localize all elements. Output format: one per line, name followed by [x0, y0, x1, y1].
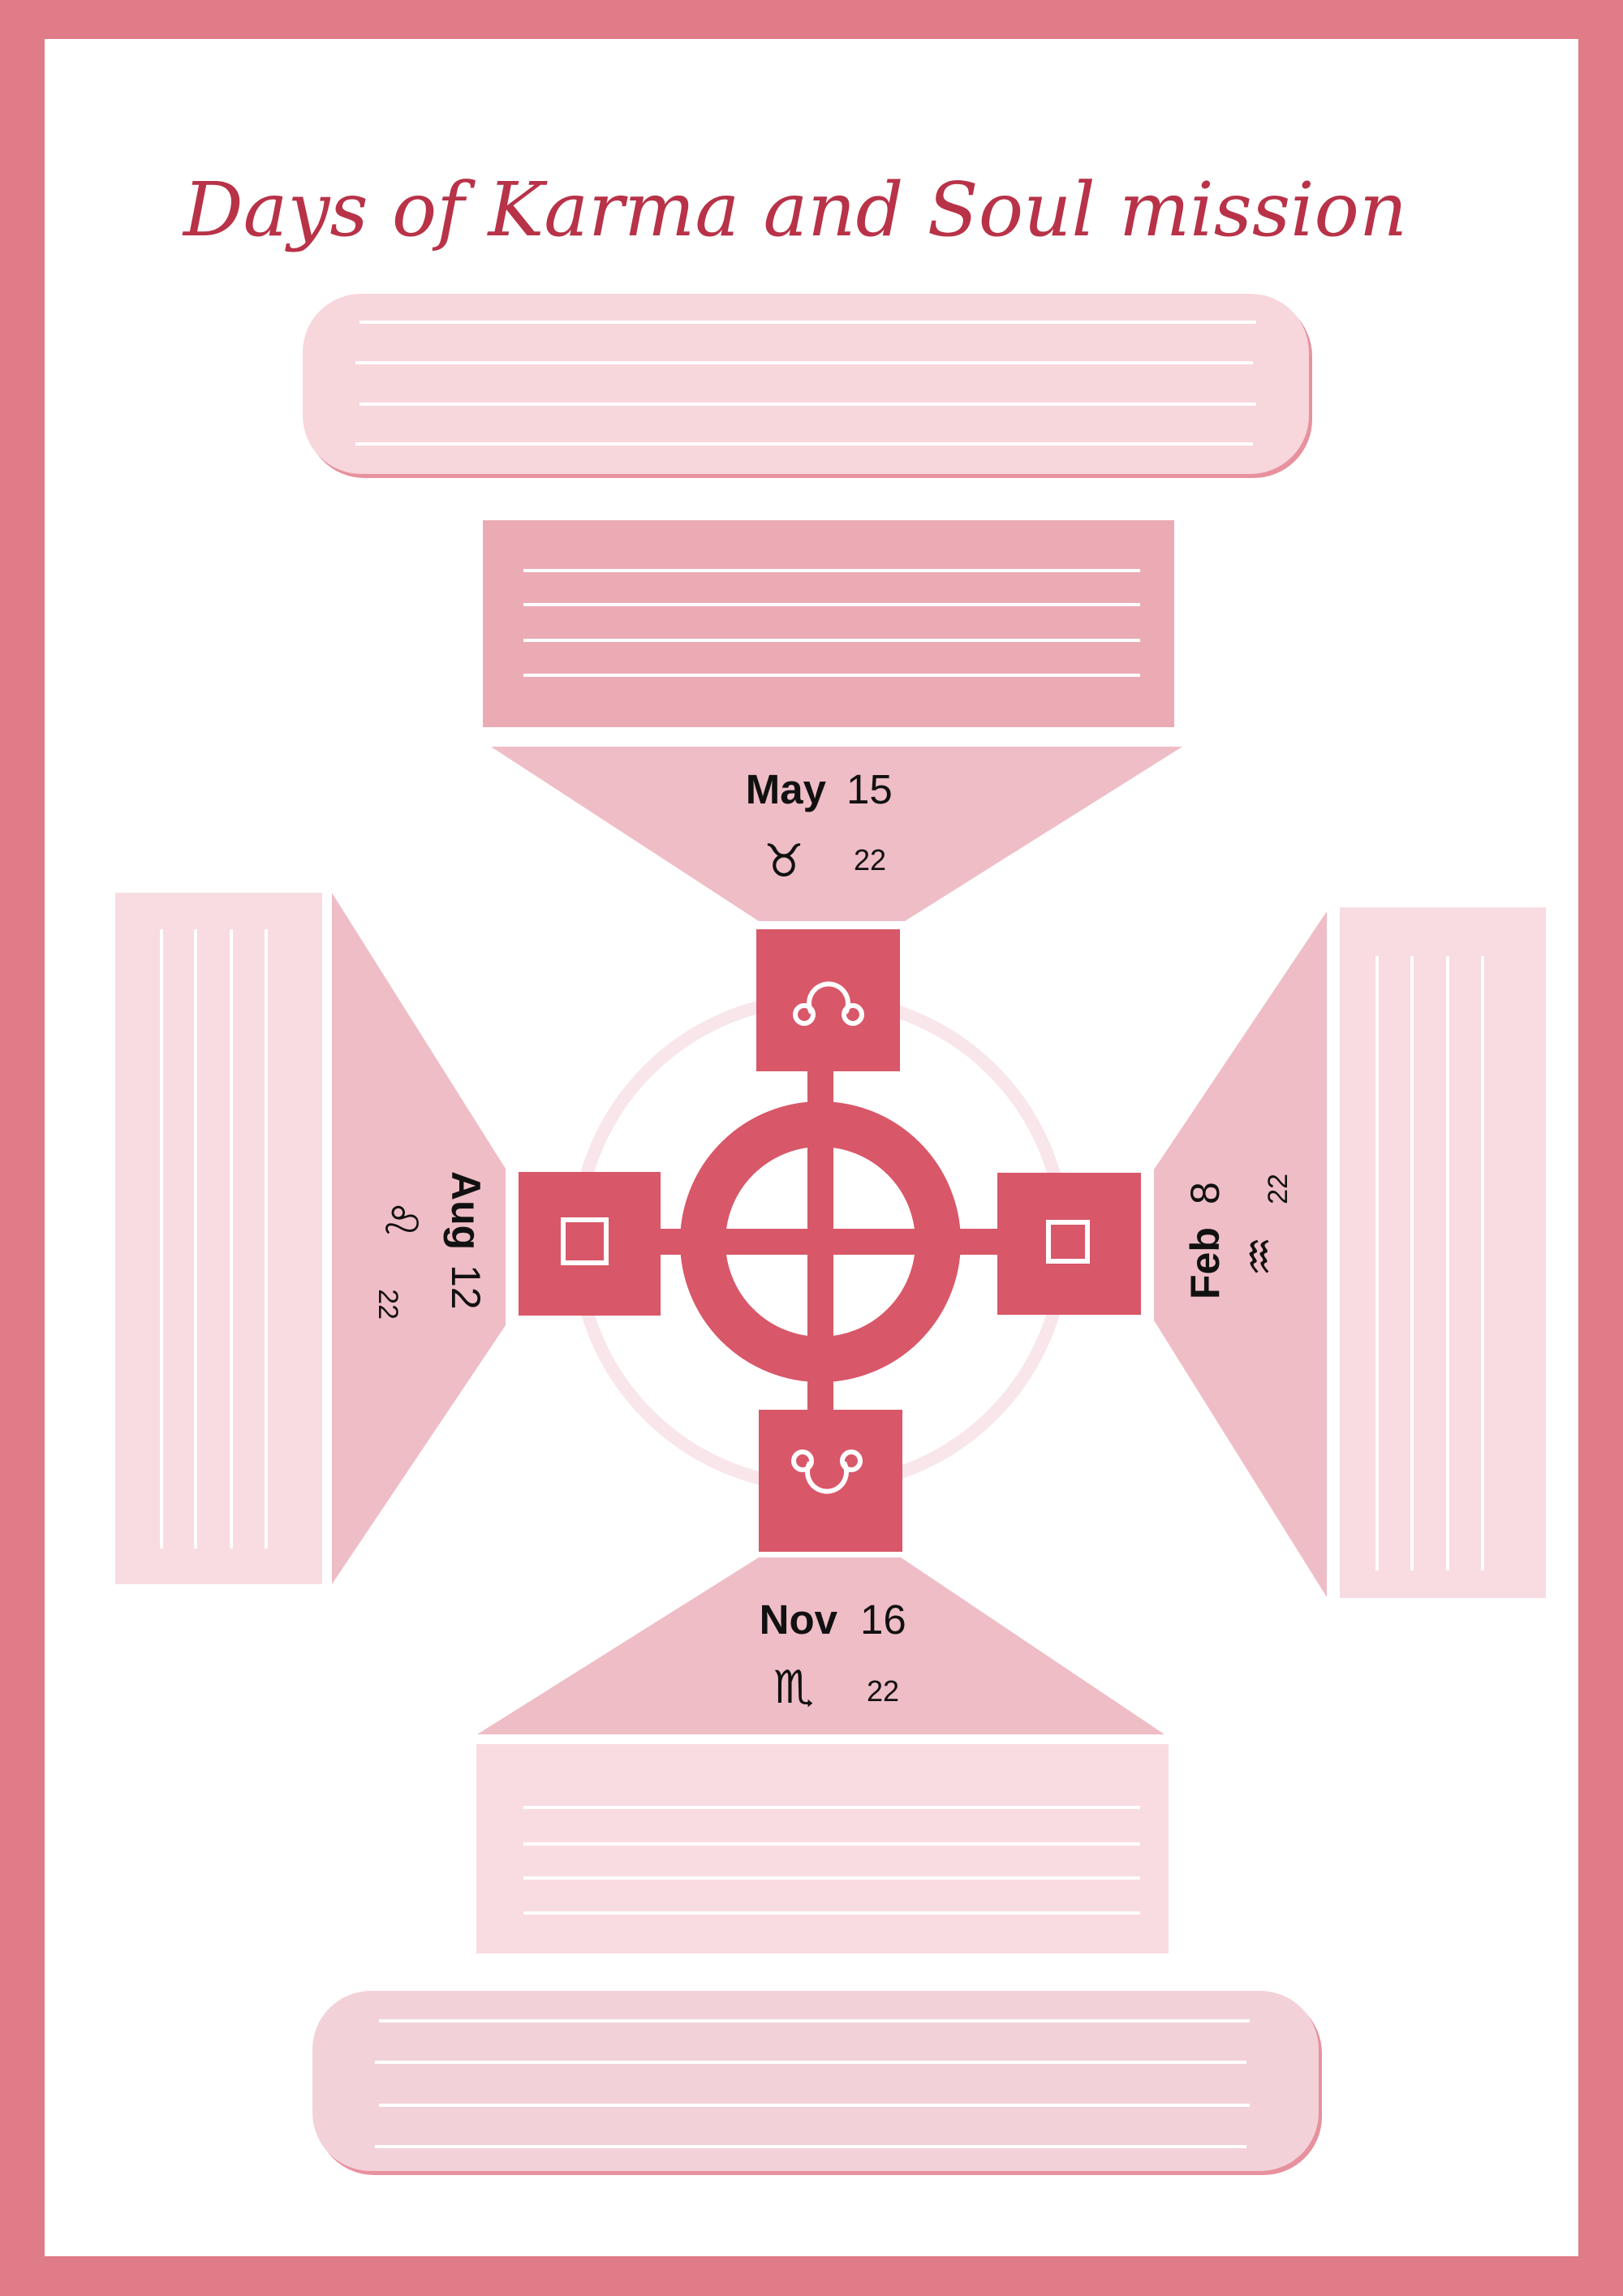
- wheel-ring: [680, 1101, 961, 1382]
- right-center-box: [997, 1173, 1141, 1315]
- month-label: Aug: [443, 1171, 489, 1250]
- square-aspect-icon: [1046, 1220, 1090, 1264]
- day-label: 8: [1182, 1182, 1228, 1204]
- left-date-panel: Aug 12 ♌ 22: [332, 893, 506, 1584]
- bottom-center-box: [759, 1410, 902, 1552]
- karmic-cross: [519, 929, 1141, 1552]
- top-center-box: [756, 929, 900, 1071]
- north-node-icon: [793, 981, 864, 1026]
- bottom-inner-notes-box[interactable]: [476, 1744, 1169, 1954]
- year-label: 22: [854, 843, 886, 877]
- month-label: Nov: [760, 1596, 838, 1643]
- year-label: 22: [372, 1289, 403, 1320]
- left-notes-box[interactable]: [115, 893, 322, 1584]
- year-label: 22: [1263, 1174, 1294, 1204]
- left-center-box: [519, 1172, 661, 1316]
- scorpio-icon: ♏: [773, 1661, 814, 1714]
- square-aspect-icon: [561, 1217, 609, 1265]
- top-inner-notes-box[interactable]: [483, 520, 1174, 727]
- right-date-panel: Feb 8 ♒ 22: [1154, 911, 1327, 1597]
- south-node-icon: [791, 1450, 863, 1494]
- leo-icon: ♌: [374, 1200, 427, 1240]
- day-label: 15: [846, 766, 893, 812]
- month-label: Feb: [1182, 1227, 1228, 1299]
- day-label: 16: [860, 1596, 906, 1643]
- top-notes-box[interactable]: [303, 294, 1312, 478]
- year-label: 22: [867, 1674, 899, 1708]
- aquarius-icon: ♒: [1234, 1236, 1287, 1277]
- top-date-panel: May 15 ♉ 22: [491, 747, 1182, 921]
- month-label: May: [746, 766, 827, 812]
- day-label: 12: [443, 1264, 489, 1310]
- bottom-date-panel: Nov 16 ♏ 22: [477, 1557, 1165, 1734]
- bottom-notes-box[interactable]: [312, 1991, 1322, 2175]
- page-title: Days of Karma and Soul mission: [182, 166, 1407, 253]
- right-notes-box[interactable]: [1340, 907, 1546, 1598]
- taurus-icon: ♉: [764, 835, 804, 888]
